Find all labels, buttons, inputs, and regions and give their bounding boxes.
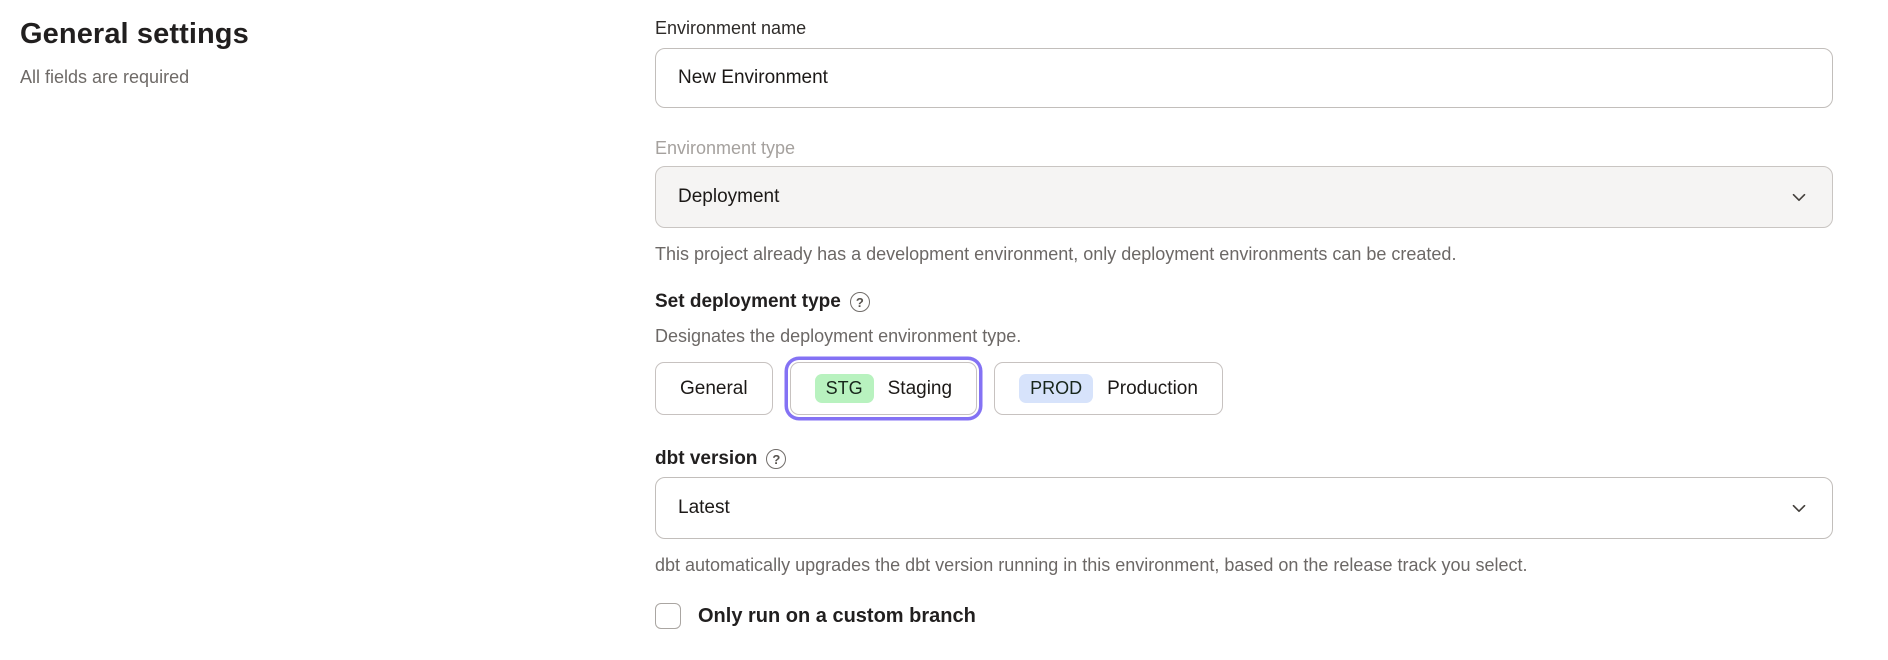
- dbt-version-helper-text: dbt automatically upgrades the dbt versi…: [655, 555, 1528, 575]
- page-subtitle: All fields are required: [20, 67, 190, 87]
- environment-name-field: Environment name: [655, 16, 1833, 108]
- deployment-type-label: Set deployment type: [655, 291, 841, 312]
- environment-type-selected-value: Deployment: [678, 186, 780, 207]
- environment-name-input[interactable]: [655, 48, 1833, 108]
- dbt-version-label: dbt version: [655, 448, 758, 469]
- custom-branch-label: Only run on a custom branch: [698, 604, 976, 627]
- deployment-type-production-label: Production: [1107, 377, 1198, 399]
- page-title: General settings: [20, 18, 249, 50]
- chevron-down-icon: [1788, 497, 1810, 519]
- deployment-type-field: Set deployment type ? Designates the dep…: [655, 290, 1833, 415]
- environment-name-label: Environment name: [655, 18, 807, 38]
- staging-badge: STG: [814, 374, 874, 403]
- dbt-version-field: dbt version ? Latest dbt automatically u…: [655, 447, 1833, 577]
- section-header: General settings All fields are required: [0, 0, 655, 660]
- dbt-version-selected-value: Latest: [678, 497, 730, 518]
- dbt-version-select[interactable]: Latest: [655, 477, 1833, 539]
- production-badge: PROD: [1019, 374, 1094, 403]
- deployment-type-general-button[interactable]: General: [655, 362, 773, 415]
- chevron-down-icon: [1788, 186, 1810, 208]
- dbt-version-label-row: dbt version ?: [655, 447, 1833, 471]
- custom-branch-field: Only run on a custom branch: [655, 603, 1833, 629]
- help-icon[interactable]: ?: [766, 449, 787, 469]
- deployment-type-description: Designates the deployment environment ty…: [655, 326, 1022, 346]
- deployment-type-general-label: General: [680, 377, 748, 399]
- environment-type-helper-text: This project already has a development e…: [655, 244, 1457, 264]
- deployment-type-staging-button[interactable]: STG Staging: [789, 362, 978, 415]
- custom-branch-checkbox[interactable]: [655, 603, 681, 629]
- environment-type-label: Environment type: [655, 138, 796, 158]
- environment-type-field: Environment type Deployment This project…: [655, 136, 1833, 266]
- deployment-type-production-button[interactable]: PROD Production: [994, 362, 1223, 415]
- deployment-type-label-row: Set deployment type ?: [655, 290, 1833, 314]
- general-settings-form: Environment name Environment type Deploy…: [655, 0, 1833, 660]
- help-icon[interactable]: ?: [849, 292, 870, 312]
- deployment-type-options: General STG Staging PROD Production: [655, 362, 1833, 415]
- deployment-type-staging-label: Staging: [887, 377, 953, 399]
- environment-type-select[interactable]: Deployment: [655, 166, 1833, 228]
